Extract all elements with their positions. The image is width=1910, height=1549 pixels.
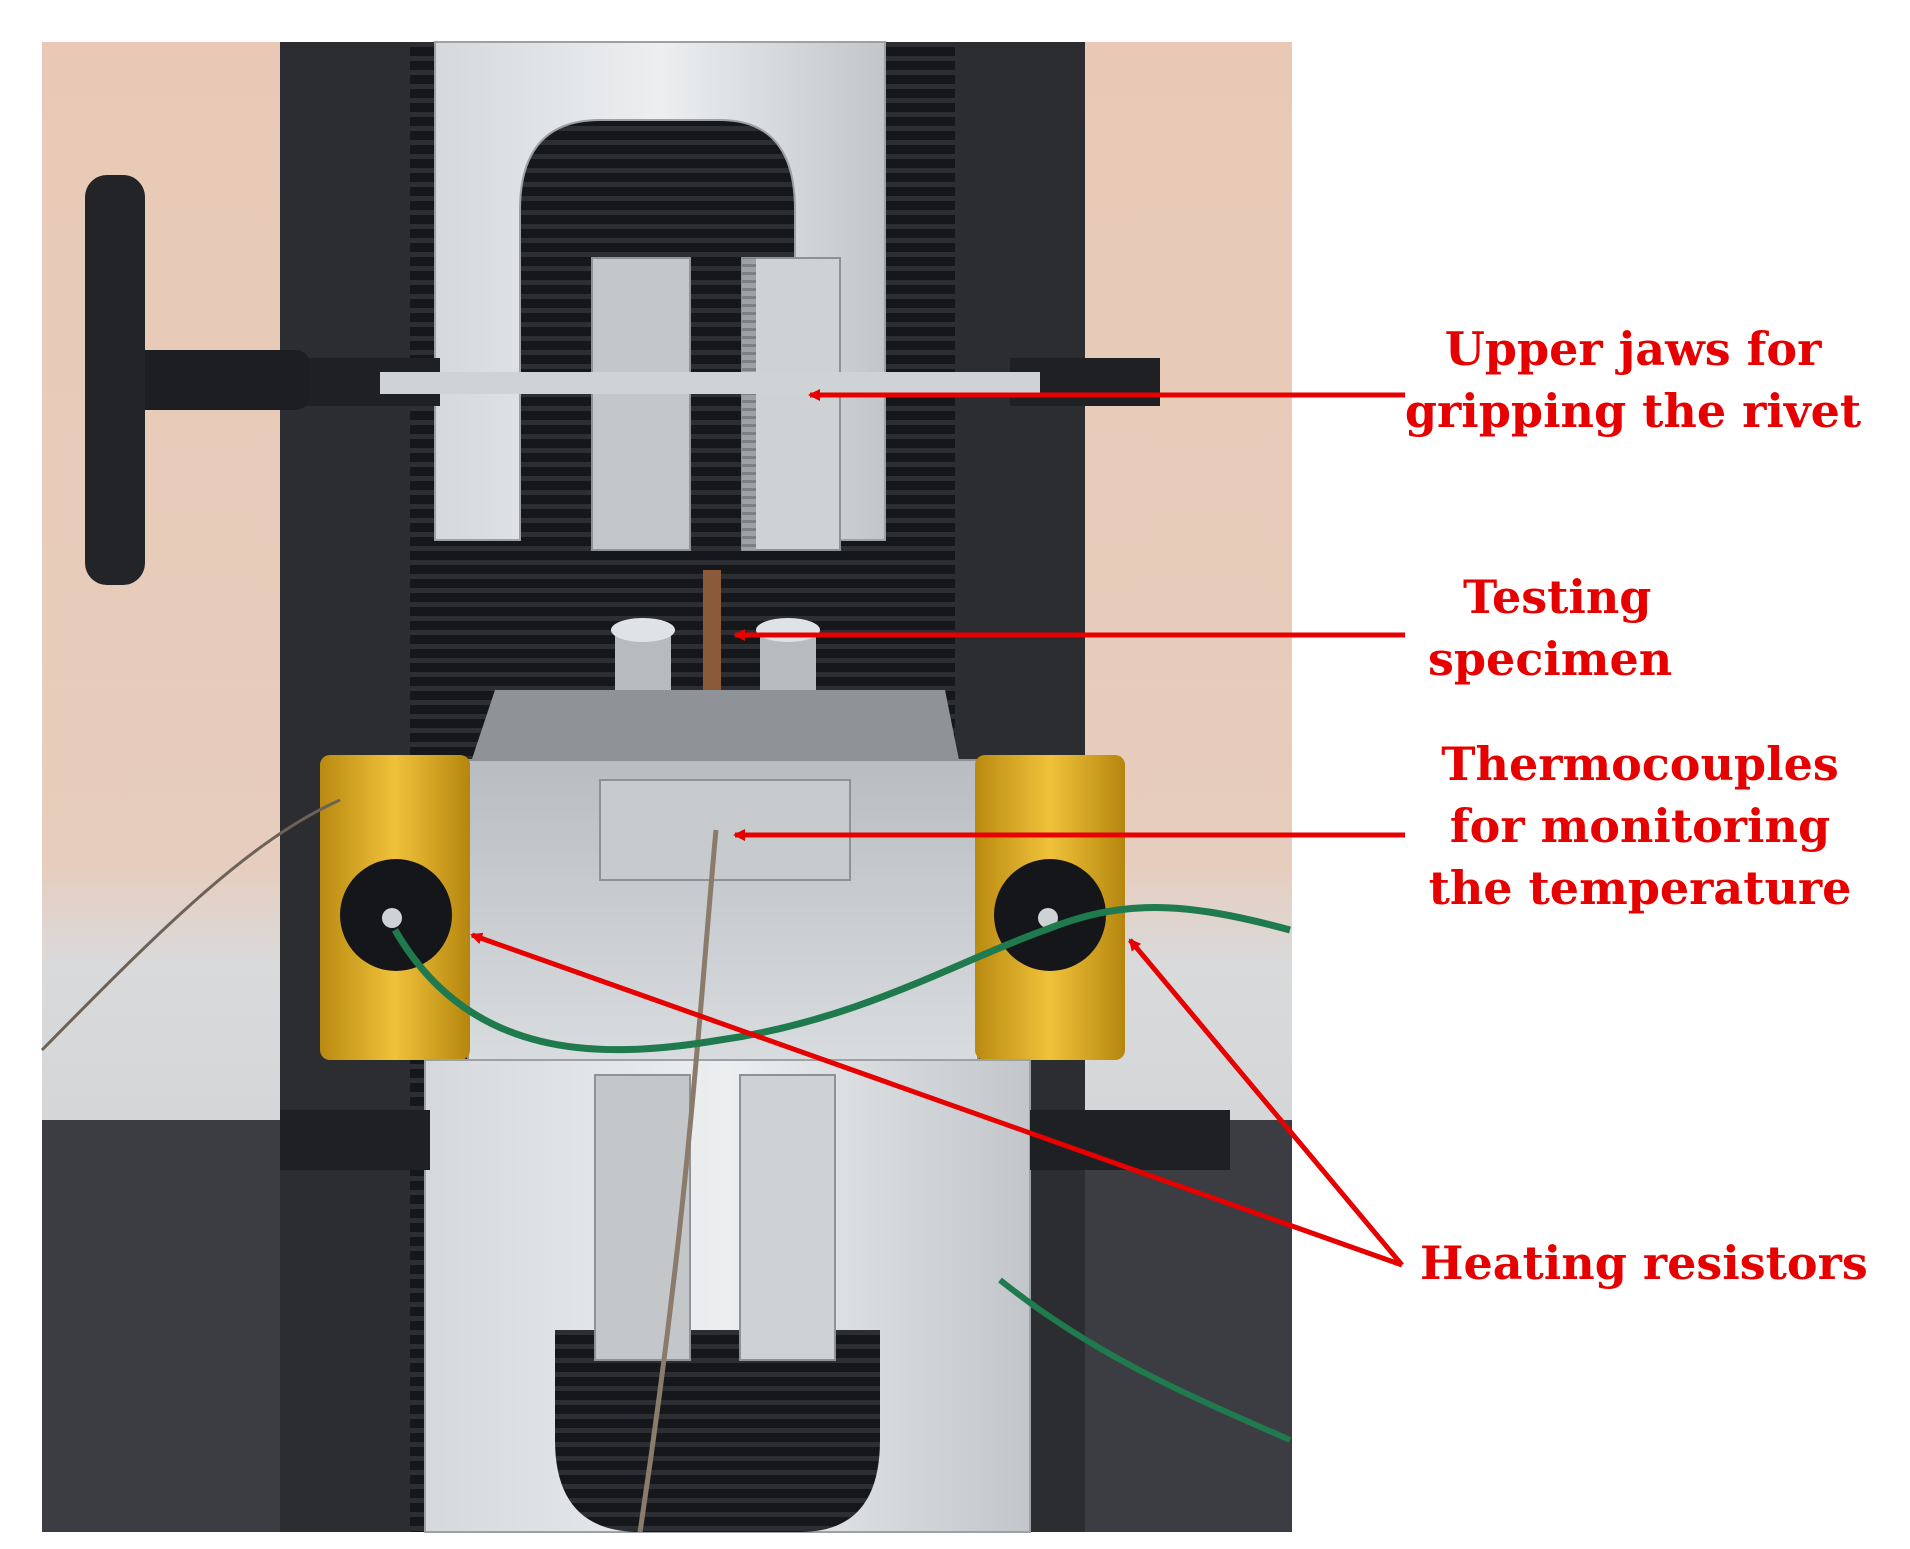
arrow-heating-right [1128,938,1404,1267]
upper-grip-pin [380,372,1040,394]
label-thermocouples-line-2: for monitoring [1449,799,1831,853]
upper-jaw-teeth [742,258,756,550]
label-upper-jaws-line-1: Upper jaws for [1444,322,1822,376]
arrow-heating-left [470,932,1403,1268]
label-testing-specimen-line-1: Testing [1463,570,1652,624]
label-upper-jaws-line-2: gripping the rivet [1404,384,1862,438]
lower-grip-screw-right [1030,1110,1230,1170]
heating-resistor-right [975,755,1125,1060]
upper-jaw-left [591,257,691,551]
label-testing-specimen: Testing specimen [1428,566,1672,690]
heater-wire-green [391,904,1291,1054]
lower-grip-cutout [555,1330,880,1532]
label-heating-resistors: Heating resistors [1420,1232,1868,1294]
label-thermocouples-line-3: the temperature [1428,861,1852,915]
heating-resistor-left [320,755,470,1060]
t-handle-bar [85,175,145,585]
fixture-block-top [470,690,960,765]
lower-jaw-right [739,1074,836,1361]
label-thermocouples-line-1: Thermocouples [1441,737,1839,791]
lower-grip-screw-left [280,1110,430,1170]
label-heating-resistors-line-1: Heating resistors [1420,1236,1868,1290]
thermocouple-wire-left [40,798,341,1052]
fixture-inner-block [599,779,851,881]
t-handle-shaft [110,350,310,410]
thermocouple-wire [637,829,719,1533]
label-thermocouples: Thermocouples for monitoring the tempera… [1425,733,1855,919]
heater-wire-green-lower [998,1277,1292,1443]
upper-jaw-right [741,257,841,551]
label-upper-jaws: Upper jaws for gripping the rivet [1398,318,1868,442]
label-testing-specimen-line-2: specimen [1428,632,1673,686]
lower-jaw-left [594,1074,691,1361]
